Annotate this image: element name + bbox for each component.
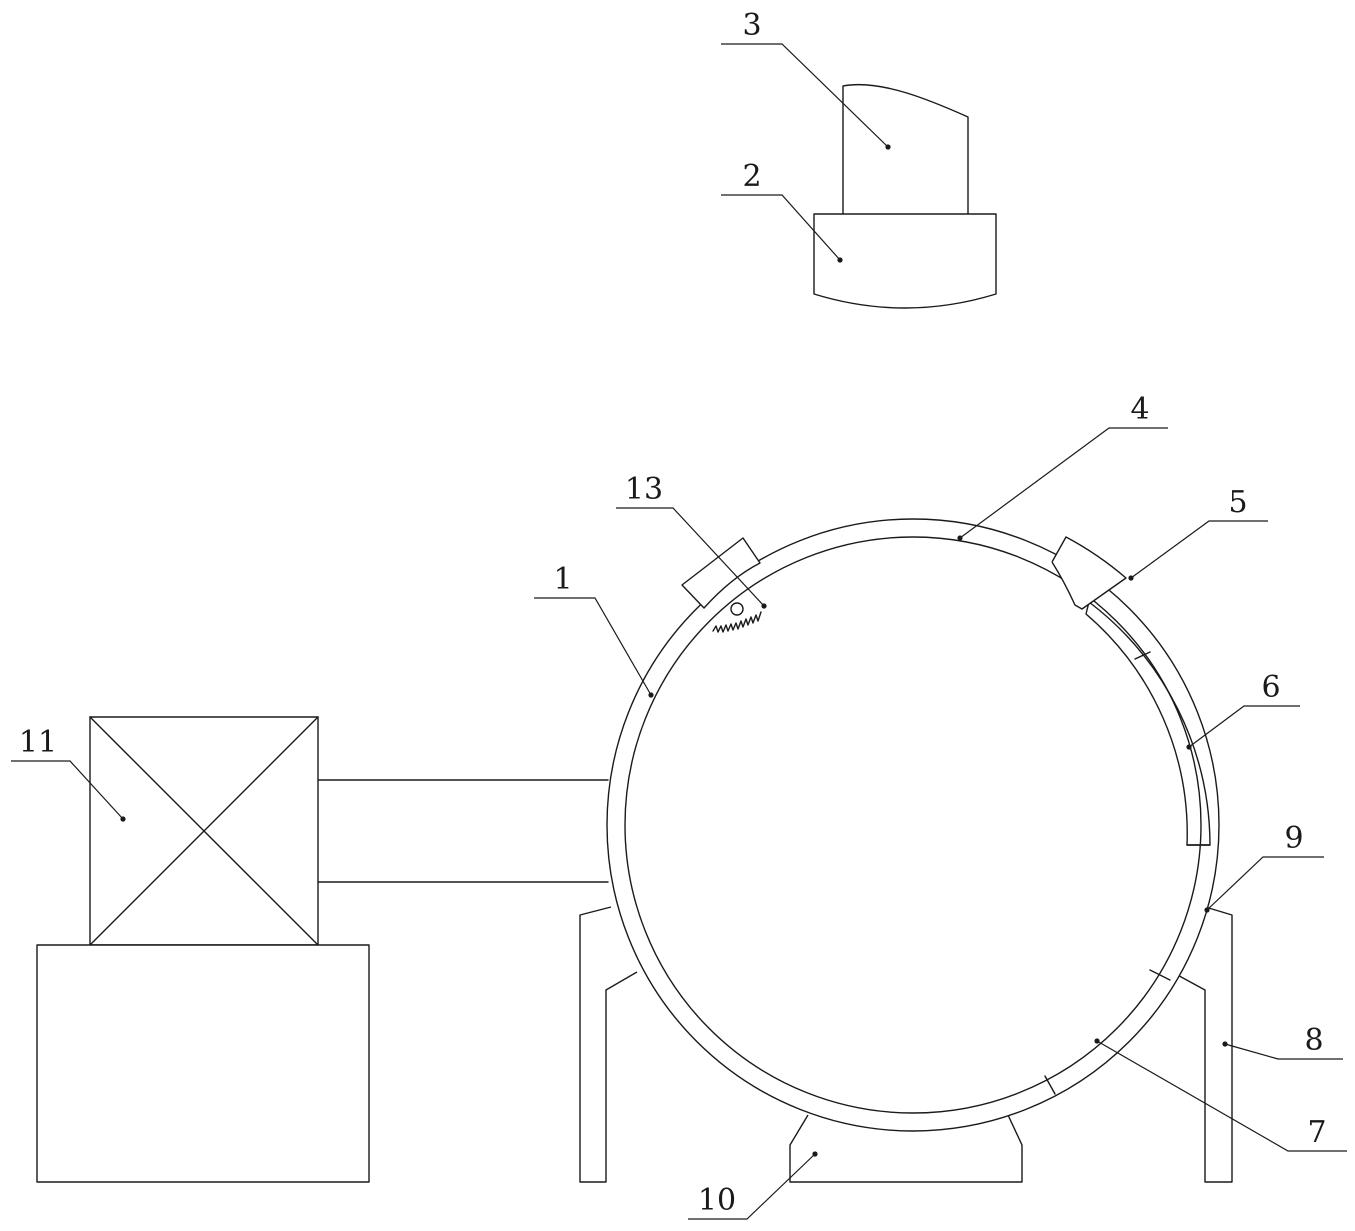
label-part-13: 13	[625, 472, 663, 507]
label-part-5: 5	[1228, 485, 1247, 520]
leader-3	[721, 43, 889, 148]
press-head-part-2	[813, 213, 997, 309]
leader-13	[616, 507, 765, 607]
leader-lines	[11, 43, 1347, 1220]
drum-door-segments-part-6-7	[1044, 601, 1211, 1095]
leader-7	[1096, 1040, 1347, 1152]
leader-5	[1130, 520, 1268, 579]
rod-part-3	[842, 83, 969, 215]
leader-11	[11, 760, 124, 820]
leader-8	[1224, 1043, 1343, 1060]
leader-dots	[120, 144, 1228, 1157]
right-support-stand-part-8	[1171, 905, 1233, 1183]
leader-6	[1188, 705, 1300, 748]
label-part-9: 9	[1284, 821, 1303, 856]
leader-4	[959, 427, 1168, 539]
fan-box-part-11	[89, 716, 319, 946]
air-duct	[317, 779, 609, 883]
left-support-stand	[579, 906, 638, 1183]
drum-outer-shell-part-4	[606, 518, 1220, 1132]
fan-base-block	[36, 944, 370, 1183]
label-part-1: 1	[553, 562, 572, 597]
leader-10	[688, 1153, 816, 1220]
leader-9	[1206, 856, 1324, 911]
gear-bracket-part-13	[681, 537, 762, 633]
label-part-4: 4	[1130, 392, 1149, 427]
bottom-support-part-10	[789, 1114, 1023, 1183]
label-part-11: 11	[19, 725, 57, 760]
label-part-10: 10	[698, 1183, 736, 1218]
label-part-8: 8	[1304, 1023, 1323, 1058]
label-part-6: 6	[1261, 670, 1280, 705]
part-labels: 3 2 4 13 5 1 6 11 9 8 7 10	[19, 8, 1327, 1218]
leader-1	[534, 597, 652, 696]
leader-2	[721, 194, 841, 261]
bracket-part-5	[1051, 536, 1127, 610]
label-part-2: 2	[742, 159, 761, 194]
label-part-3: 3	[742, 8, 761, 43]
label-part-7: 7	[1307, 1115, 1326, 1150]
